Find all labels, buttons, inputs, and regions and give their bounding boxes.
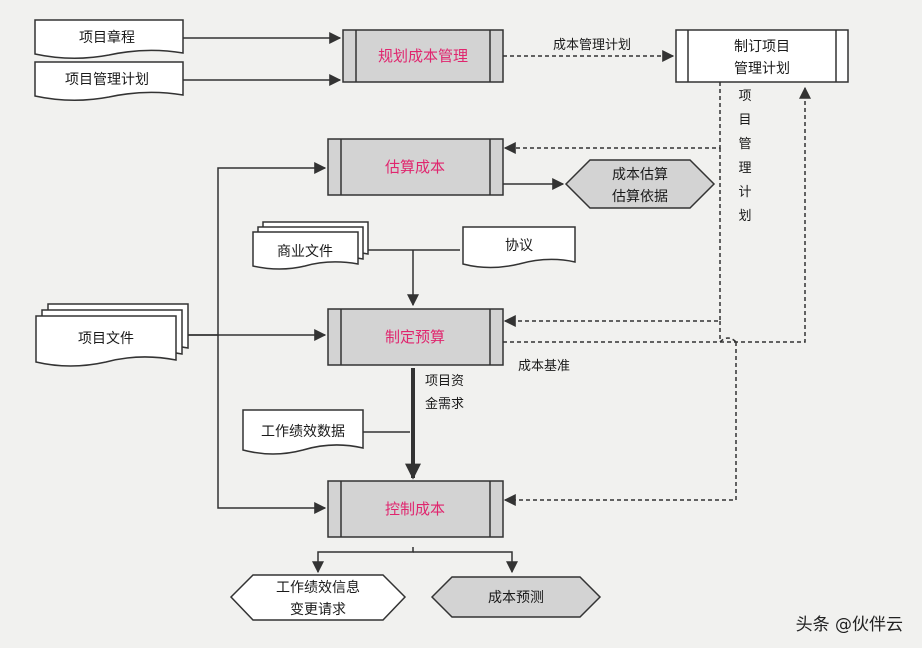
process-budget-label: 制定预算 [385,328,445,346]
output-estimates-line2: 估算依据 [612,189,668,205]
doc-agreements: 协议 [462,226,576,269]
label-funding-line2: 金需求 [425,396,464,412]
output-cost-forecasts-label: 成本预测 [488,590,544,606]
output-work-perf-info-line1: 工作绩效信息 [276,579,360,596]
output-estimates-line1: 成本估算 [612,167,668,183]
label-pm-plan-char: 项 [738,89,751,104]
line-hop [719,337,737,343]
doc-agreements-label: 协议 [505,238,533,254]
connectors [183,32,565,574]
process-control: 控制成本 [327,480,504,538]
label-pm-plan-char: 划 [738,209,751,224]
output-estimates: 成本估算 估算依据 [564,159,716,209]
doc-charter: 项目章程 [34,19,184,60]
label-cost-mgmt-plan: 成本管理计划 [553,38,631,53]
doc-pm-plan: 项目管理计划 [34,61,184,102]
doc-work-perf-data-label: 工作绩效数据 [261,424,345,440]
dashed-connectors [503,50,811,506]
label-pm-plan-char: 理 [738,161,751,176]
doc-pm-plan-label: 项目管理计划 [65,72,149,88]
arrow-planbox-to-estimate [503,82,721,154]
arrow-projectdocs-to-control [217,335,327,514]
doc-project-docs-label: 项目文件 [78,331,134,347]
label-pm-plan-char: 管 [738,137,751,152]
label-pm-plan-char: 计 [738,185,751,200]
process-control-label: 控制成本 [385,500,445,518]
doc-charter-label: 项目章程 [79,29,135,46]
process-estimate: 估算成本 [327,138,504,196]
arrow-control-to-forecasts [413,551,518,574]
arrow-baseline-to-planbox [503,86,811,343]
plan-development-box: 制订项目 管理计划 [675,29,849,83]
doc-work-perf-data: 工作绩效数据 [242,409,364,455]
doc-business-docs-label: 商业文件 [277,244,333,260]
output-cost-forecasts: 成本预测 [430,576,602,618]
process-estimate-label: 估算成本 [385,158,445,176]
label-cost-baseline: 成本基准 [518,359,570,374]
label-pm-plan-char: 目 [738,113,751,128]
plan-box-line1: 制订项目 [734,39,790,55]
process-budget: 制定预算 [327,308,504,366]
output-work-perf-info: 工作绩效信息 变更请求 [229,574,407,621]
watermark: 头条 @伙伴云 [796,615,903,635]
doc-business-docs: 商业文件 [252,221,369,270]
arrow-planbox-to-budget [503,148,721,327]
arrow-planbox-to-control [503,342,737,506]
label-pm-plan-vertical: 项 目 管 理 计 划 [738,89,751,224]
output-work-perf-info-line2: 变更请求 [290,602,346,618]
label-funding-line1: 项目资 [425,374,464,389]
process-plan: 规划成本管理 [342,29,504,83]
process-plan-label: 规划成本管理 [378,47,468,65]
plan-box-line2: 管理计划 [734,61,790,77]
arrow-control-to-workperfinfo [312,547,414,574]
doc-project-docs: 项目文件 [35,303,189,367]
